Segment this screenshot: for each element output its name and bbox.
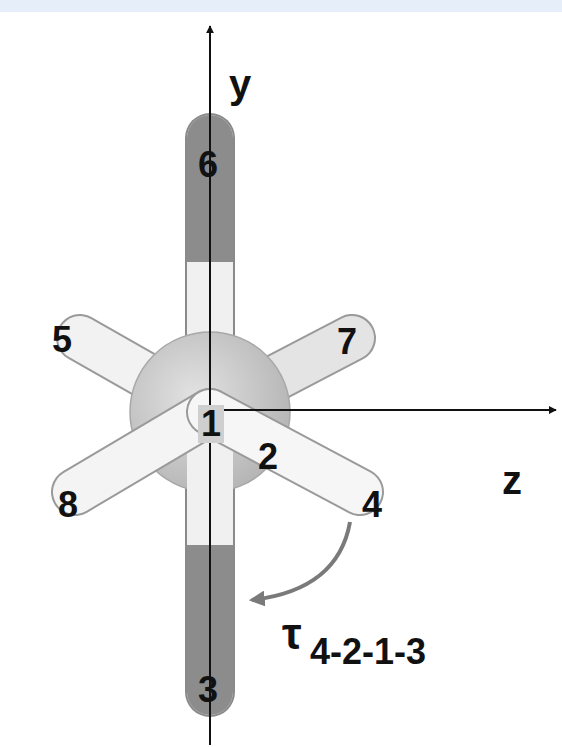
atom-number: 2: [258, 439, 278, 475]
atom-number: 5: [52, 322, 72, 358]
torsion-subscript: 4-2-1-3: [310, 634, 426, 670]
atom-number: 3: [198, 672, 218, 708]
atom-number: 1: [198, 405, 224, 443]
torsion-arrow: [252, 522, 350, 600]
torsion-symbol: τ: [282, 612, 302, 656]
atom-number: 6: [198, 147, 218, 183]
z-axis: [210, 409, 556, 411]
y-axis: [209, 26, 211, 745]
axis-label: y: [229, 64, 251, 104]
atom-number: 8: [58, 487, 78, 523]
axis-label: z: [502, 460, 522, 500]
atom-number: 7: [337, 324, 357, 360]
atom-number: 4: [362, 487, 382, 523]
top-band: [0, 0, 562, 12]
